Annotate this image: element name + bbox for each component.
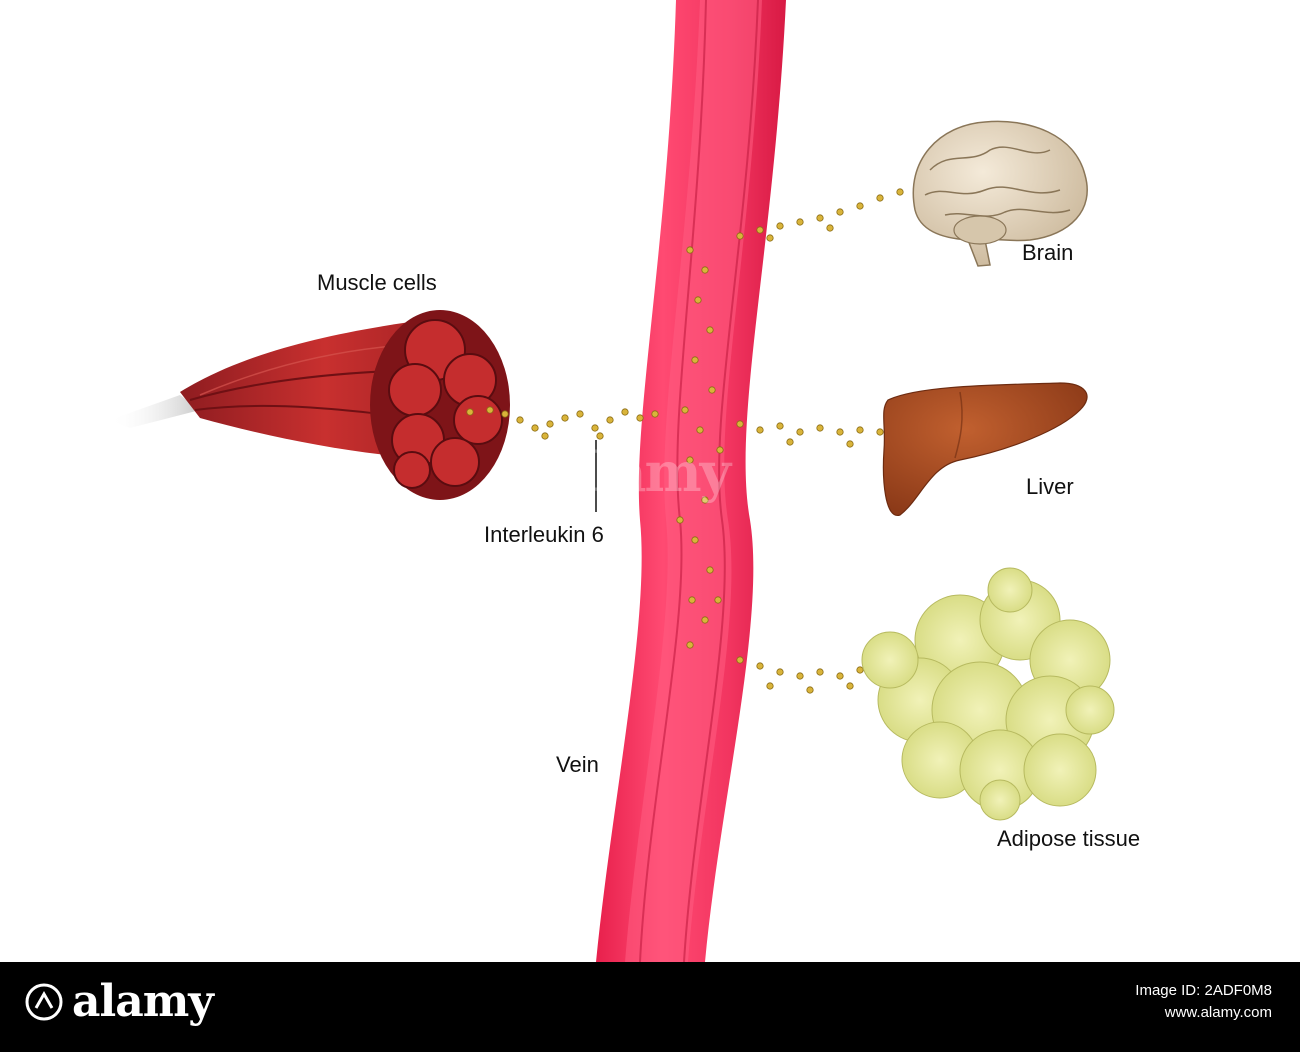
interleukin-molecules (466, 188, 904, 694)
label-liver: Liver (1026, 474, 1074, 499)
muscle-bundle (110, 310, 510, 500)
label-interleukin-6: Interleukin 6 (484, 522, 604, 547)
liver-illustration (882, 382, 1088, 516)
label-vein: Vein (556, 752, 599, 777)
stock-footer-bar: alamy Image ID: 2ADF0M8 www.alamy.com (0, 962, 1300, 1052)
image-id-text: Image ID: 2ADF0M8 (1135, 982, 1272, 999)
watermark-text: alamy (560, 440, 731, 504)
adipose-tissue-illustration (861, 567, 1115, 821)
label-brain: Brain (1022, 240, 1074, 265)
muscle-cross-section (370, 310, 510, 500)
alamy-logo[interactable]: alamy (24, 976, 214, 1027)
alamy-logo-icon (25, 983, 63, 1020)
footer-url-link[interactable]: www.alamy.com (1164, 1004, 1272, 1021)
label-adipose-tissue: Adipose tissue (997, 826, 1141, 851)
footer-info: Image ID: 2ADF0M8 www.alamy.com (1135, 980, 1272, 1024)
alamy-logo-text: alamy (72, 976, 214, 1027)
diagram-artwork (110, 0, 1115, 962)
vein (596, 0, 786, 962)
label-muscle-cells: Muscle cells (317, 270, 437, 295)
brain-illustration (912, 120, 1088, 267)
